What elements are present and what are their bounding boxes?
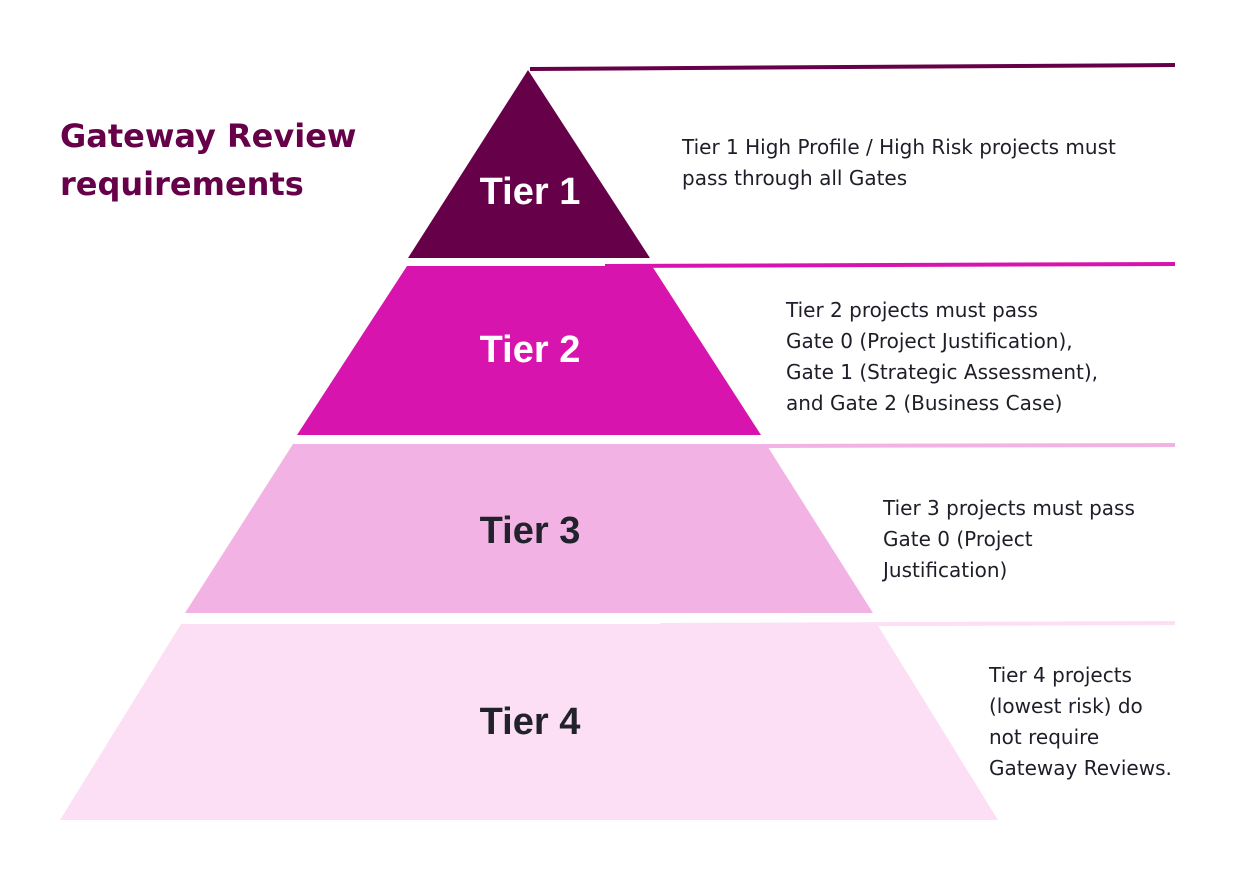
description-line: Gate 0 (Project [883,527,1033,551]
tier-1-shape [408,70,650,258]
tier-3-description: Tier 3 projects must pass Gate 0 (Projec… [883,493,1135,586]
title-line-2: requirements [60,165,304,203]
tier-2-divider-line [604,262,1176,268]
tier-1-description: Tier 1 High Profile / High Risk projects… [682,132,1116,194]
tier-1-divider-line [529,63,1176,71]
description-line: pass through all Gates [682,166,908,190]
description-line: not require [989,725,1100,749]
description-line: Tier 2 projects must pass [786,298,1038,322]
description-line: Gate 0 (Project Justification), [786,329,1073,353]
description-line: Gate 1 (Strategic Assessment), [786,360,1099,384]
description-line: Tier 3 projects must pass [883,496,1135,520]
description-line: Tier 4 projects [989,663,1132,687]
tier-4-shape [60,624,998,820]
page-title: Gateway Review requirements [60,112,380,208]
description-line: (lowest risk) do [989,694,1143,718]
tier-2-label: Tier 2 [480,329,581,371]
tier-3-divider-line [739,443,1176,448]
tier-2-shape [297,266,761,435]
tier-1-label: Tier 1 [480,171,581,213]
tier-3-shape [185,444,873,613]
tier-4-label: Tier 4 [480,701,581,743]
title-line-1: Gateway Review [60,117,357,155]
tier-4-description: Tier 4 projects (lowest risk) do not req… [989,660,1172,784]
description-line: Justification) [883,558,1008,582]
description-line: Gateway Reviews. [989,756,1172,780]
description-line: and Gate 2 (Business Case) [786,391,1063,415]
tier-3-label: Tier 3 [480,510,581,552]
tier-2-description: Tier 2 projects must pass Gate 0 (Projec… [786,295,1098,419]
description-line: Tier 1 High Profile / High Risk projects… [682,135,1116,159]
